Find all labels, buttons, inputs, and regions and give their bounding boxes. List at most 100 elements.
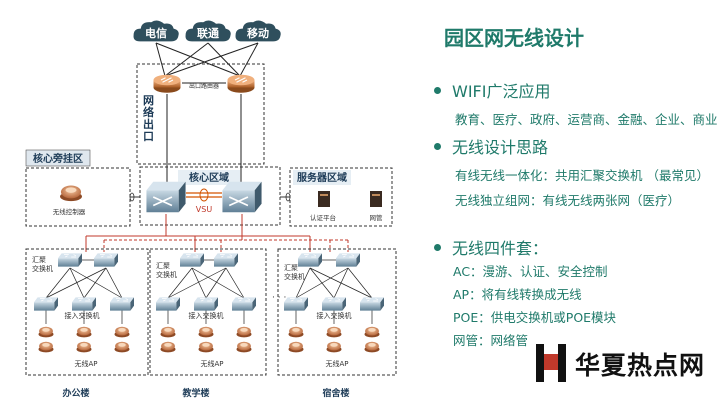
bullet-sub: POE：供电交换机或POE模块 xyxy=(453,310,617,325)
building-name: 宿舍楼 xyxy=(322,387,349,399)
agg-switch-icon xyxy=(94,253,118,267)
ap-label: 无线AP xyxy=(325,359,348,368)
isp-cloud-mobile: 移动 xyxy=(235,20,281,42)
ap-icon xyxy=(114,341,130,353)
agg-access-links xyxy=(295,259,373,324)
server-area-label: 服务器区域 xyxy=(297,171,347,184)
agg-switch-icon xyxy=(336,253,360,267)
ap-icon xyxy=(38,326,54,338)
core-area-label: 核心区域 xyxy=(189,171,229,184)
watermark: 华夏热点网 xyxy=(532,340,708,386)
ap-label: 无线AP xyxy=(200,359,223,368)
isp-label: 移动 xyxy=(247,26,269,40)
bullet-title: WIFI广泛应用 xyxy=(452,82,551,101)
access-switch-icon xyxy=(156,297,180,311)
access-switch-icon xyxy=(360,297,384,311)
building-name: 办公楼 xyxy=(62,387,89,399)
nms-server-icon xyxy=(370,191,382,207)
ap-icon xyxy=(160,326,176,338)
ap-label: 无线AP xyxy=(74,359,97,368)
bullet-sub: AC：漫游、认证、安全控制 xyxy=(453,264,608,279)
network-topology-diagram: 电信 联通 移动 网 络 出 口 出口路由器 核心旁挂区 无线控制器 核 xyxy=(25,20,397,399)
building-teaching: 汇聚交换机 接入交换机 无线AP xyxy=(149,248,267,376)
vsu-marker xyxy=(199,188,209,202)
access-switch-icon xyxy=(322,297,346,311)
ap-icon xyxy=(198,341,214,353)
agg-access-links xyxy=(167,259,245,324)
ap-icon xyxy=(38,341,54,353)
isp-label: 电信 xyxy=(145,26,167,40)
server-area-tag xyxy=(293,170,351,185)
controller-label: 无线控制器 xyxy=(53,207,86,216)
egress-char-3: 出 xyxy=(143,117,154,131)
bullet-sub: 教育、医疗、政府、运营商、金融、企业、商业 xyxy=(455,112,718,127)
ap-icon xyxy=(236,326,252,338)
egress-router-icon xyxy=(226,74,256,94)
access-switch-label: 接入交换机 xyxy=(317,311,352,320)
isp-label: 联通 xyxy=(197,26,219,40)
access-switch-label: 接入交换机 xyxy=(189,311,224,320)
ap-icon xyxy=(236,341,252,353)
auth-platform-label: 认证平台 xyxy=(310,213,336,222)
agg-switch-label: 汇聚交换机 xyxy=(32,256,53,273)
building-box xyxy=(149,248,267,376)
core-area-box xyxy=(139,166,281,226)
ap-icon xyxy=(76,341,92,353)
bullet-title: 无线设计思路 xyxy=(452,138,549,157)
access-switch-icon xyxy=(284,297,308,311)
access-switch-icon xyxy=(72,297,96,311)
bullet-design-approach: 无线设计思路 xyxy=(434,134,548,158)
access-switch-label: 接入交换机 xyxy=(65,311,100,320)
agg-switch-icon xyxy=(58,253,82,267)
egress-char-1: 网 xyxy=(143,94,154,107)
building-office: 汇聚交换机 接入交换机 无线AP xyxy=(25,248,149,376)
isp-cloud-unicom: 联通 xyxy=(185,20,231,42)
agg-switch-label: 汇聚交换机 xyxy=(284,264,305,281)
egress-router-label: 出口路由器 xyxy=(189,82,219,90)
agg-access-links xyxy=(45,259,123,324)
bullet-sub: 无线独立组网：有线无线两张网（医疗） xyxy=(455,193,681,208)
link-marker xyxy=(129,192,135,202)
bullet-four-kit: 无线四件套： xyxy=(434,235,548,259)
bullet-dot-icon xyxy=(434,244,441,251)
ap-icon xyxy=(326,326,342,338)
egress-router-icon xyxy=(152,74,182,94)
access-switch-icon xyxy=(232,297,256,311)
building-dorm: 汇聚交换机 接入交换机 无线AP xyxy=(277,248,397,376)
agg-switch-icon xyxy=(180,253,204,267)
watermark-text: 华夏热点网 xyxy=(575,351,706,380)
isp-cloud-telecom: 电信 xyxy=(133,20,179,42)
vsu-label: VSU xyxy=(196,205,213,214)
bypass-area-label: 核心旁挂区 xyxy=(33,152,83,165)
core-area-tag xyxy=(178,170,240,185)
ap-icon xyxy=(76,326,92,338)
core-distribution-links xyxy=(85,214,349,252)
watermark-logo-icon xyxy=(536,344,566,382)
egress-area-box xyxy=(136,63,265,165)
ap-icon xyxy=(288,341,304,353)
link-marker xyxy=(285,192,291,202)
core-switch-icon xyxy=(222,180,262,214)
agg-switch-icon xyxy=(214,253,238,267)
wireless-controller-icon xyxy=(60,185,82,202)
isp-uplinks xyxy=(155,42,259,77)
egress-char-2: 络 xyxy=(143,105,154,119)
bullet-wifi: WIFI广泛应用 xyxy=(434,78,550,102)
isp-clouds: 电信 联通 移动 xyxy=(133,20,281,42)
ap-icon xyxy=(160,341,176,353)
bullet-sub: 网管：网络管 xyxy=(453,333,529,348)
server-icon xyxy=(318,191,330,207)
building-box xyxy=(277,248,397,376)
egress-char-4: 口 xyxy=(143,130,154,143)
ap-icon xyxy=(114,326,130,338)
access-switch-icon xyxy=(110,297,134,311)
nms-label: 网管 xyxy=(370,213,384,222)
access-switch-icon xyxy=(34,297,58,311)
bullet-sub: 有线无线一体化：共用汇聚交换机 （最常见） xyxy=(455,168,709,183)
building-box xyxy=(25,248,149,376)
ap-icon xyxy=(198,326,214,338)
egress-area-label: 网 络 出 口 xyxy=(143,94,158,143)
ellipsis: · · · xyxy=(272,293,286,303)
ap-icon xyxy=(288,326,304,338)
bullet-title: 无线四件套： xyxy=(452,239,549,258)
